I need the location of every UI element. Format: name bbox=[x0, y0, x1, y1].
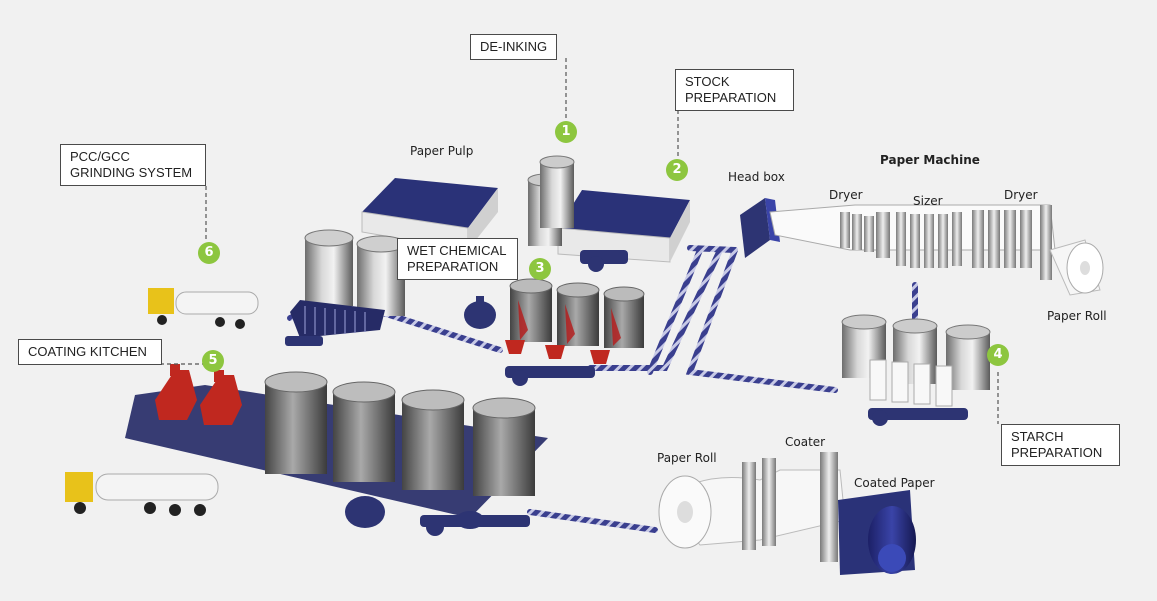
coater-label: Coater bbox=[785, 435, 826, 449]
filter-press bbox=[285, 300, 385, 346]
paper-roll-output bbox=[1049, 239, 1104, 296]
wet-chemical-line2: PREPARATION bbox=[407, 259, 499, 274]
step-badge-1: 1 bbox=[555, 121, 577, 143]
pcc-tanks bbox=[304, 229, 406, 316]
starch-preparation-line2: PREPARATION bbox=[1011, 445, 1103, 460]
step-badge-2: 2 bbox=[666, 159, 688, 181]
paper-pulp-label: Paper Pulp bbox=[410, 144, 474, 158]
dryer-rollers-right bbox=[972, 205, 1052, 280]
wet-chemical-pump bbox=[505, 366, 595, 386]
pcc-gcc-grinding-box: PCC/GCC GRINDING SYSTEM bbox=[60, 144, 206, 186]
coating-kitchen-label: COATING KITCHEN bbox=[28, 344, 147, 359]
de-inking-box: DE-INKING bbox=[470, 34, 558, 60]
coating-tanks bbox=[264, 371, 536, 496]
coating-pump bbox=[420, 511, 530, 536]
head-box-label: Head box bbox=[728, 170, 785, 184]
tanker-truck-top bbox=[148, 288, 259, 329]
wet-chemical-preparation-box: WET CHEMICAL PREPARATION bbox=[397, 238, 518, 280]
small-vessel bbox=[464, 296, 496, 329]
coating-kitchen-box: COATING KITCHEN bbox=[18, 339, 162, 365]
tanker-truck-bottom bbox=[65, 472, 219, 516]
coating-kitchen-mixers bbox=[155, 364, 242, 425]
coating-vessel bbox=[345, 496, 385, 528]
step-badge-6: 6 bbox=[198, 242, 220, 264]
coating-line bbox=[658, 452, 916, 575]
starch-preparation-line1: STARCH bbox=[1011, 429, 1064, 444]
pcc-gcc-line2: GRINDING SYSTEM bbox=[70, 165, 193, 180]
paper-roll-top-label: Paper Roll bbox=[1047, 309, 1107, 323]
pcc-gcc-line1: PCC/GCC bbox=[70, 149, 130, 164]
paper-roll-bottom-label: Paper Roll bbox=[657, 451, 717, 465]
wet-chemical-mixers bbox=[505, 340, 610, 364]
leader-lines bbox=[160, 58, 999, 424]
step-badge-5: 5 bbox=[202, 350, 224, 372]
sizer-rollers bbox=[896, 212, 962, 268]
stock-preparation-line2: PREPARATION bbox=[685, 90, 777, 105]
dryer-right-label: Dryer bbox=[1004, 188, 1038, 202]
wet-chemical-tanks bbox=[509, 278, 645, 348]
dryer-left-label: Dryer bbox=[829, 188, 863, 202]
de-inking-label: DE-INKING bbox=[480, 39, 548, 54]
paper-machine-label: Paper Machine bbox=[880, 153, 980, 167]
dryer-rollers-left bbox=[840, 212, 890, 258]
starch-pump bbox=[868, 408, 968, 426]
step-badge-4: 4 bbox=[987, 344, 1009, 366]
starch-preparation-box: STARCH PREPARATION bbox=[1001, 424, 1120, 466]
step-badge-3: 3 bbox=[529, 258, 551, 280]
de-inking-tanks bbox=[527, 155, 575, 246]
stock-prep-pump bbox=[580, 250, 628, 272]
sizer-label: Sizer bbox=[913, 194, 943, 208]
wet-chemical-line1: WET CHEMICAL bbox=[407, 243, 507, 258]
paper-machine-unit bbox=[769, 204, 1056, 280]
stock-preparation-box: STOCK PREPARATION bbox=[675, 69, 794, 111]
coated-paper-label: Coated Paper bbox=[854, 476, 935, 490]
starch-tanks bbox=[841, 314, 991, 407]
stock-preparation-line1: STOCK bbox=[685, 74, 730, 89]
